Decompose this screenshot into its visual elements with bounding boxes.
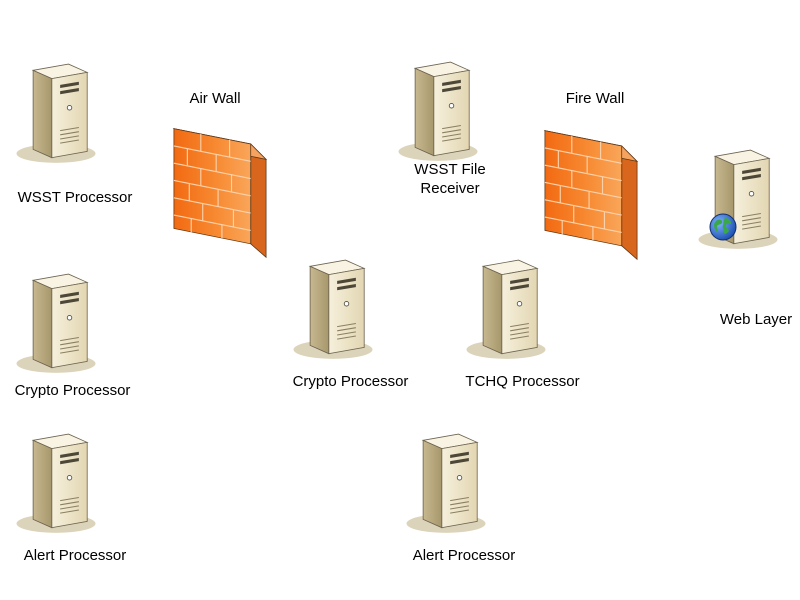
firewall-icon	[172, 122, 268, 262]
alert-processor-center-node	[398, 432, 494, 536]
crypto-processor-center-label: Crypto Processor	[292, 373, 409, 390]
tchq-processor-node	[458, 258, 554, 362]
alert-processor-left-node	[8, 432, 104, 536]
web-layer-node	[690, 148, 786, 252]
alert-processor-left-label: Alert Processor	[23, 547, 127, 564]
server-icon	[458, 258, 554, 362]
firewall-icon	[543, 124, 639, 264]
globe-icon	[709, 213, 737, 241]
server-icon	[8, 272, 104, 376]
tchq-processor-label: TCHQ Processor	[465, 373, 580, 390]
crypto-processor-left-node	[8, 272, 104, 376]
crypto-processor-center-node	[285, 258, 381, 362]
wsst-processor-label: WSST Processor	[17, 189, 133, 206]
fire-wall-node	[543, 124, 639, 264]
server-icon	[285, 258, 381, 362]
wsst-processor-node	[8, 62, 104, 166]
wsst-file-receiver-label: WSST File Receiver	[414, 161, 486, 197]
air-wall-node	[172, 122, 268, 262]
server-icon	[8, 62, 104, 166]
air-wall-label: Air Wall	[189, 90, 241, 107]
alert-processor-center-label: Alert Processor	[412, 547, 516, 564]
fire-wall-label: Fire Wall	[565, 90, 625, 107]
server-icon	[390, 60, 486, 164]
web-layer-label: Web Layer	[719, 311, 793, 328]
crypto-processor-left-label: Crypto Processor	[14, 382, 131, 399]
wsst-file-receiver-node	[390, 60, 486, 164]
server-icon	[398, 432, 494, 536]
server-icon	[690, 148, 786, 252]
server-icon	[8, 432, 104, 536]
